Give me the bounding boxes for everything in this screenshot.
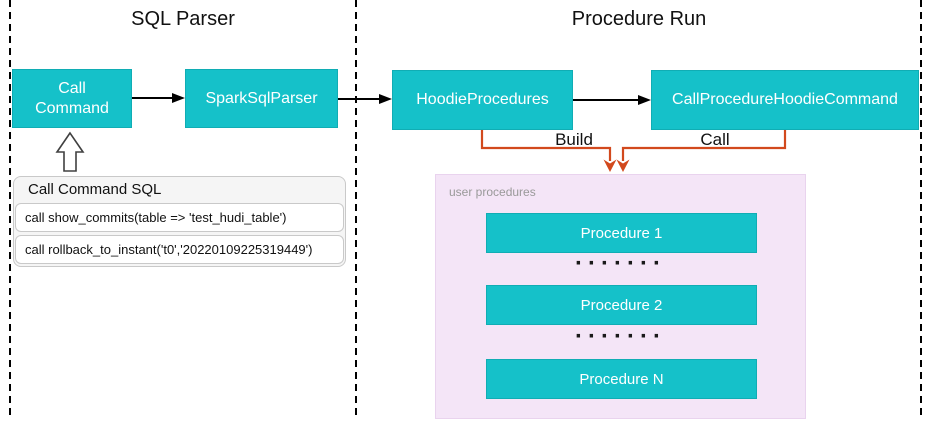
hoodie-procedures-label: HoodieProcedures: [416, 91, 549, 108]
build-edge-label: Build: [555, 130, 593, 149]
arrow-hoodie-procedures-to-command: [573, 95, 651, 105]
user-procedures-panel: user procedures Procedure 1 ······· Proc…: [435, 174, 806, 419]
call-command-sql-box: Call Command SQL call show_commits(table…: [13, 176, 346, 267]
hoodie-procedures-node: HoodieProcedures: [392, 70, 573, 130]
procedure-1-node: Procedure 1: [486, 213, 757, 253]
procedure-1-label: Procedure 1: [580, 224, 663, 242]
call-command-label: Call Command: [35, 79, 109, 117]
ellipsis-dots: ·······: [575, 323, 666, 350]
spark-sql-parser-label: SparkSqlParser: [205, 89, 318, 107]
arrow-call-command-to-parser: [132, 93, 185, 103]
procedure-2-label: Procedure 2: [580, 296, 663, 314]
sql-example-rollback: call rollback_to_instant('t0','202201092…: [15, 235, 344, 264]
spark-sql-parser-node: SparkSqlParser: [185, 69, 338, 128]
right-dashed-border: [920, 0, 922, 415]
call-procedure-hoodie-command-node: CallProcedureHoodieCommand: [651, 70, 919, 130]
procedure-run-section-title: Procedure Run: [571, 8, 707, 30]
sql-parser-section-title: SQL Parser: [131, 8, 235, 30]
arrow-parser-to-hoodie-procedures: [338, 94, 392, 104]
procedure-n-label: Procedure N: [579, 370, 664, 388]
procedure-2-node: Procedure 2: [486, 285, 757, 325]
middle-dashed-border: [355, 0, 357, 415]
sql-box-title: Call Command SQL: [28, 181, 162, 198]
hollow-up-arrow: [55, 131, 85, 172]
call-edge-label: Call: [700, 130, 730, 149]
user-procedures-label: user procedures: [449, 185, 536, 199]
left-dashed-border: [9, 0, 11, 415]
sql-example-show-commits: call show_commits(table => 'test_hudi_ta…: [15, 203, 344, 232]
call-procedure-hoodie-command-label: CallProcedureHoodieCommand: [672, 91, 898, 108]
procedure-n-node: Procedure N: [486, 359, 757, 399]
ellipsis-dots: ·······: [575, 250, 666, 277]
call-command-node: Call Command: [12, 69, 132, 128]
